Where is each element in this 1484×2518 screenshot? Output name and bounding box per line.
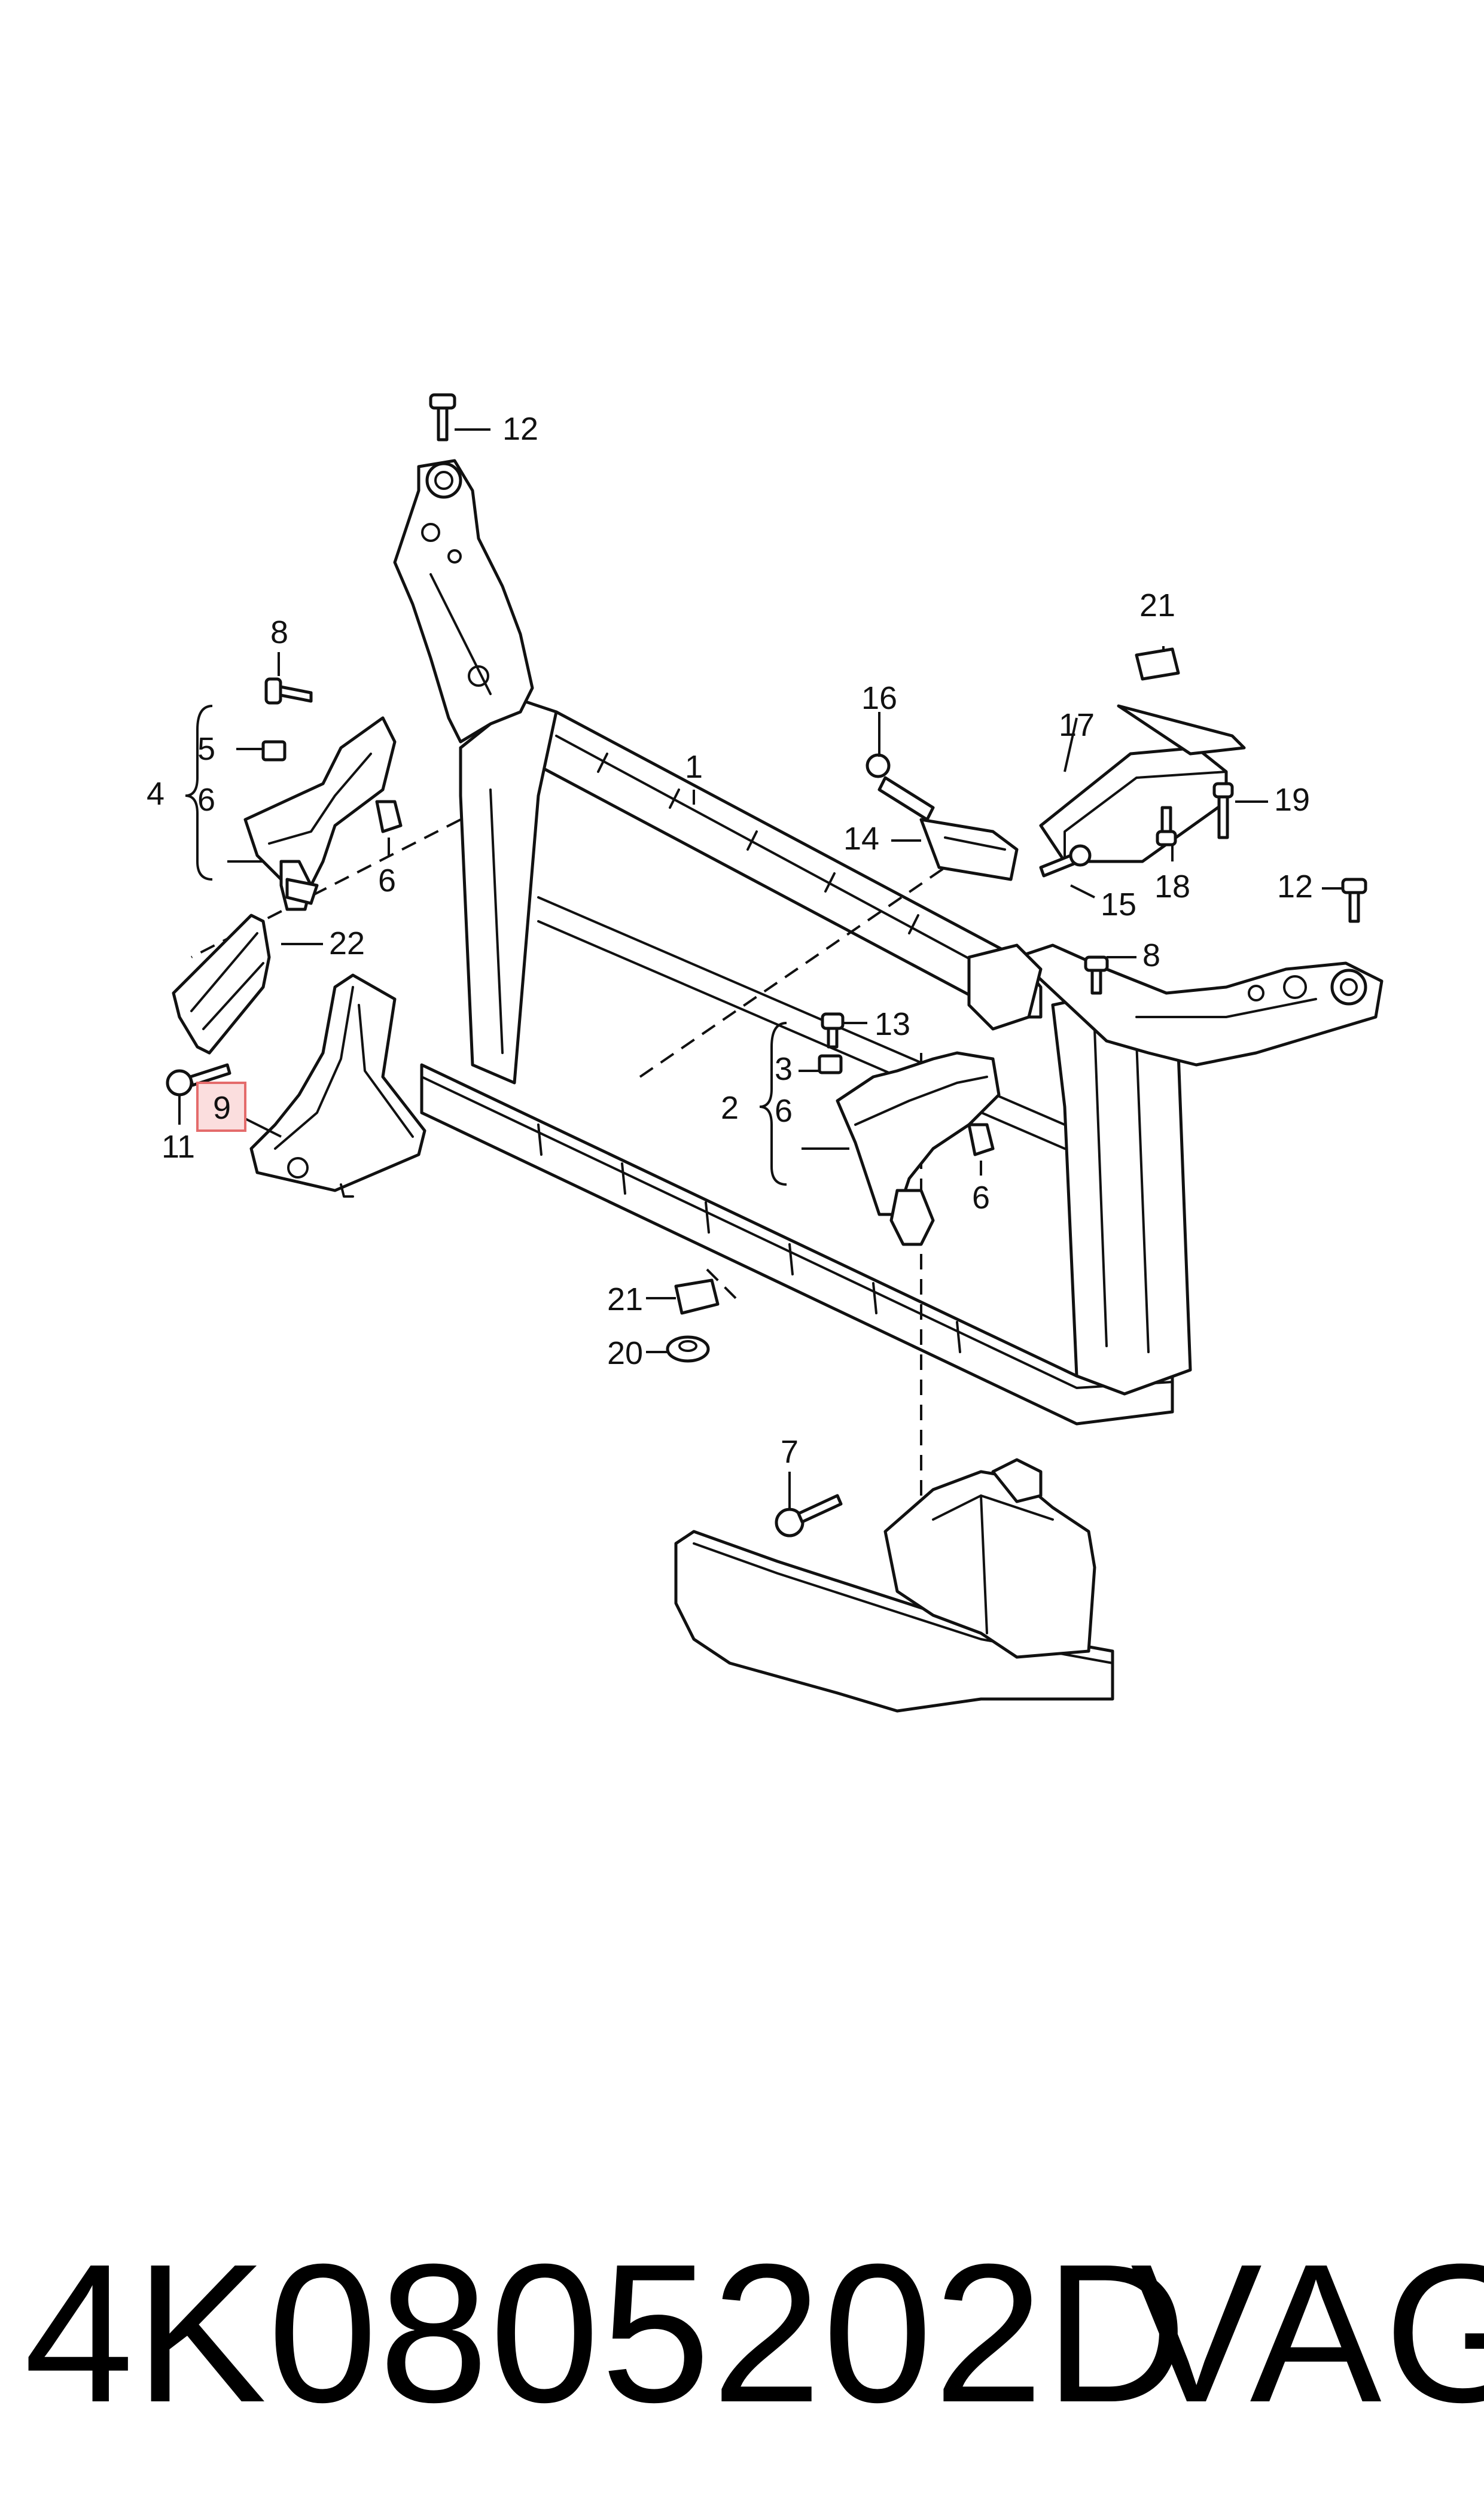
lock-carrier	[191, 459, 1384, 1520]
callout-2: 2	[721, 1090, 739, 1126]
callout-1: 1	[685, 749, 703, 785]
callout-9: 9	[213, 1090, 231, 1126]
callout-4: 4	[147, 776, 164, 812]
callout-20: 20	[607, 1335, 643, 1371]
callout-12-right: 12	[1277, 869, 1313, 905]
callout-18: 18	[1154, 869, 1190, 905]
fasteners	[166, 393, 1367, 1537]
highlight-box	[196, 1082, 246, 1132]
callout-17: 17	[1059, 707, 1095, 743]
part-number: 4K0805202D	[24, 2222, 1189, 2443]
callout-21-mid: 21	[607, 1281, 643, 1317]
callout-6-right-clip: 6	[972, 1180, 990, 1216]
callout-14: 14	[843, 821, 879, 857]
callout-7: 7	[781, 1434, 799, 1470]
support-bracket	[249, 973, 426, 1198]
callout-6-right: 6	[775, 1093, 793, 1129]
callout-19: 19	[1274, 782, 1310, 818]
callout-8-right: 8	[1142, 937, 1160, 973]
callout-8-left: 8	[270, 614, 288, 650]
air-deflector	[172, 914, 271, 1055]
brand-label: VAG	[1130, 2222, 1484, 2443]
callout-15: 15	[1101, 887, 1136, 922]
callout-6-left-clip: 6	[378, 863, 396, 899]
leader-lines	[178, 428, 1343, 1509]
callout-22: 22	[329, 925, 365, 961]
callout-16: 16	[861, 680, 897, 716]
callout-5: 5	[197, 731, 215, 767]
callout-21-top: 21	[1139, 587, 1175, 623]
callout-11: 11	[161, 1129, 195, 1165]
callout-13: 13	[874, 1006, 910, 1042]
lock-assembly-left	[243, 716, 403, 911]
cross-member	[866, 704, 1246, 881]
callout-6-left: 6	[197, 782, 215, 818]
bumper-carrier	[674, 1458, 1114, 1713]
footer: 4K0805202D VAG	[0, 2225, 1484, 2441]
callout-labels: 12 1 8 5 4 6 6 22 9 11 16 17 21 14 15 18…	[147, 411, 1313, 1470]
lock-assembly-right	[818, 1051, 1001, 1246]
callout-3: 3	[775, 1051, 793, 1087]
callout-12-top: 12	[502, 411, 538, 447]
